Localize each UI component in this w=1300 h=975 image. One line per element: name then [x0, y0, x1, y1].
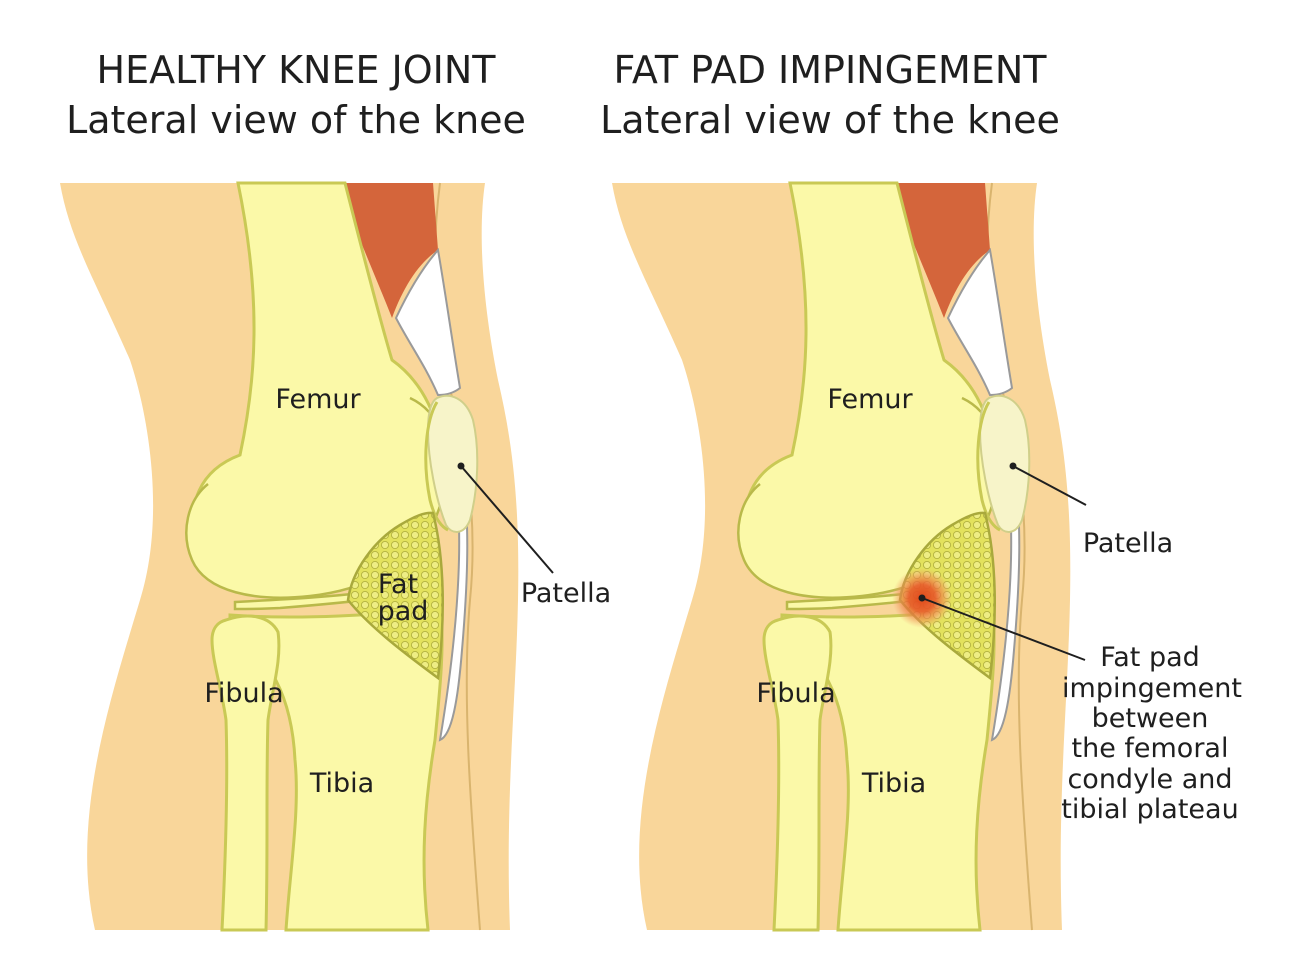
- impingement-line-1: Fat pad: [1100, 642, 1200, 673]
- impingement-line-4: the femoral: [1072, 733, 1229, 764]
- impingement-line-3: between: [1092, 703, 1209, 734]
- label-fat-pad-line2: pad: [378, 596, 429, 627]
- panel-fat-pad-impingement: FAT PAD IMPINGEMENT Lateral view of the …: [600, 48, 1242, 930]
- label-femur: Femur: [275, 384, 361, 415]
- impingement-line-5: condyle and: [1067, 764, 1232, 795]
- panel-healthy-knee: HEALTHY KNEE JOINT Lateral view of the k…: [60, 48, 611, 930]
- label-patella-right: Patella: [1083, 528, 1173, 559]
- impingement-caption: Fat pad impingement between the femoral …: [1061, 642, 1242, 825]
- impingement-line-2: impingement: [1062, 673, 1242, 704]
- impingement-line-6: tibial plateau: [1061, 794, 1238, 825]
- panel-subtitle-impingement: Lateral view of the knee: [600, 98, 1060, 142]
- label-fibula: Fibula: [204, 678, 283, 709]
- label-fibula-right: Fibula: [756, 678, 835, 709]
- panel-subtitle-healthy: Lateral view of the knee: [66, 98, 526, 142]
- panel-title-impingement: FAT PAD IMPINGEMENT: [614, 48, 1048, 92]
- label-patella: Patella: [521, 578, 611, 609]
- label-tibia: Tibia: [309, 768, 374, 799]
- label-femur-right: Femur: [827, 384, 913, 415]
- label-tibia-right: Tibia: [861, 768, 926, 799]
- panel-title-healthy: HEALTHY KNEE JOINT: [97, 48, 497, 92]
